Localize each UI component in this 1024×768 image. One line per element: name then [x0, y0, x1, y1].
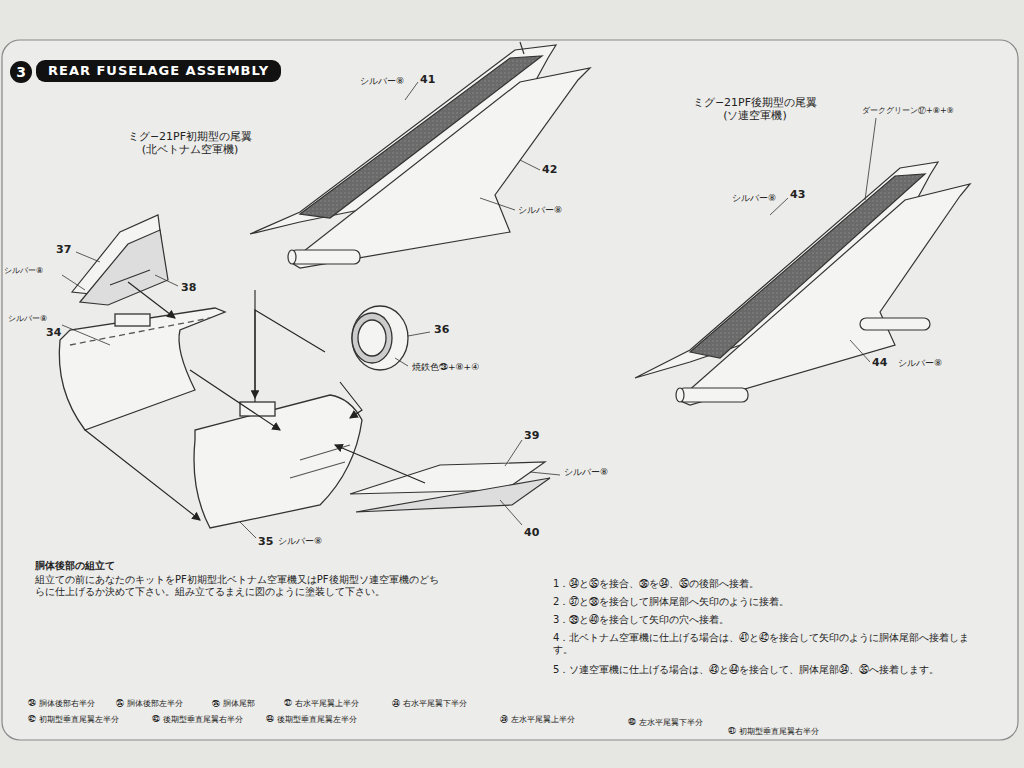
paint-note: シルバー⑧	[732, 193, 776, 204]
section-heading: 胴体後部の組立て	[35, 560, 115, 572]
parts-list-item: ㉞ 胴体後部右半分	[28, 699, 95, 709]
paint-note: シルバー⑧	[8, 314, 47, 324]
parts-list-item: ㊳ 右水平尾翼下半分	[392, 699, 467, 709]
parts-list-item: ㊴ 左水平尾翼上半分	[500, 715, 575, 725]
instruction-step: 5．ソ連空軍機に仕上げる場合は、㊸と㊹を接合して、胴体尾部㉞、㉟へ接着します。	[553, 664, 939, 676]
callout-number: 36	[434, 323, 449, 336]
callout-number: 44	[872, 356, 887, 369]
parts-list-item: ㉟ 胴体後部左半分	[116, 699, 183, 709]
paint-note: シルバー⑧	[564, 467, 608, 478]
step-number: 3	[10, 61, 32, 83]
paint-note: シルバー⑧	[278, 536, 322, 547]
callout-number: 39	[524, 429, 539, 442]
section-title: REAR FUSELAGE ASSEMBLY	[36, 60, 281, 82]
callout-number: 40	[524, 526, 539, 539]
callout-number: 38	[181, 281, 196, 294]
parts-list-item: ㊱ 胴体尾部	[212, 699, 255, 709]
parts-list-item: ㊸ 後期型垂直尾翼右半分	[152, 715, 243, 725]
paint-note: シルバー⑧	[4, 266, 43, 276]
instruction-step: 3．㊴と㊵を接合して矢印の穴へ接着。	[553, 614, 729, 626]
parts-list-item: ㊷ 初期型垂直尾翼左半分	[28, 715, 119, 725]
instruction-step: 1．㉞と㉟を接合、㊱を㉞、㉟の後部へ接着。	[553, 578, 759, 590]
callout-number: 37	[56, 243, 71, 256]
paint-note: シルバー⑧	[360, 76, 404, 87]
callout-number: 34	[46, 326, 61, 339]
variant-heading: ミグ−21PF初期型の尾翼 (北ベトナム空軍機)	[120, 130, 260, 156]
parts-list-item: ㊵ 左水平尾翼下半分	[628, 718, 703, 728]
parts-list-item: ㊶ 初期型垂直尾翼右半分	[728, 727, 819, 737]
callout-number: 43	[790, 188, 805, 201]
callout-number: 41	[420, 73, 435, 86]
instruction-text: 組立ての前にあなたのキットをPF初期型北ベトナム空軍機又はPF後期型ソ連空軍機の…	[35, 574, 445, 598]
parts-list-item: ㊹ 後期型垂直尾翼左半分	[266, 715, 357, 725]
paint-note: 焼鉄色㉘+⑧+④	[412, 362, 479, 373]
callout-number: 35	[258, 535, 273, 548]
instruction-step: 4．北ベトナム空軍機に仕上げる場合は、㊶と㊷を接合して矢印のように胴体尾部へ接着…	[553, 632, 983, 656]
paint-note: ダークグリーン⑰+⑧+⑨	[862, 106, 954, 116]
instruction-step: 2．㊲と㊳を接合して胴体尾部へ矢印のように接着。	[553, 596, 789, 608]
callout-number: 42	[542, 163, 557, 176]
paint-note: シルバー⑧	[898, 358, 942, 369]
parts-list-item: ㊲ 右水平尾翼上半分	[284, 699, 359, 709]
variant-heading: ミグ−21PF後期型の尾翼 (ソ連空軍機)	[680, 96, 830, 122]
paint-note: シルバー⑧	[518, 205, 562, 216]
